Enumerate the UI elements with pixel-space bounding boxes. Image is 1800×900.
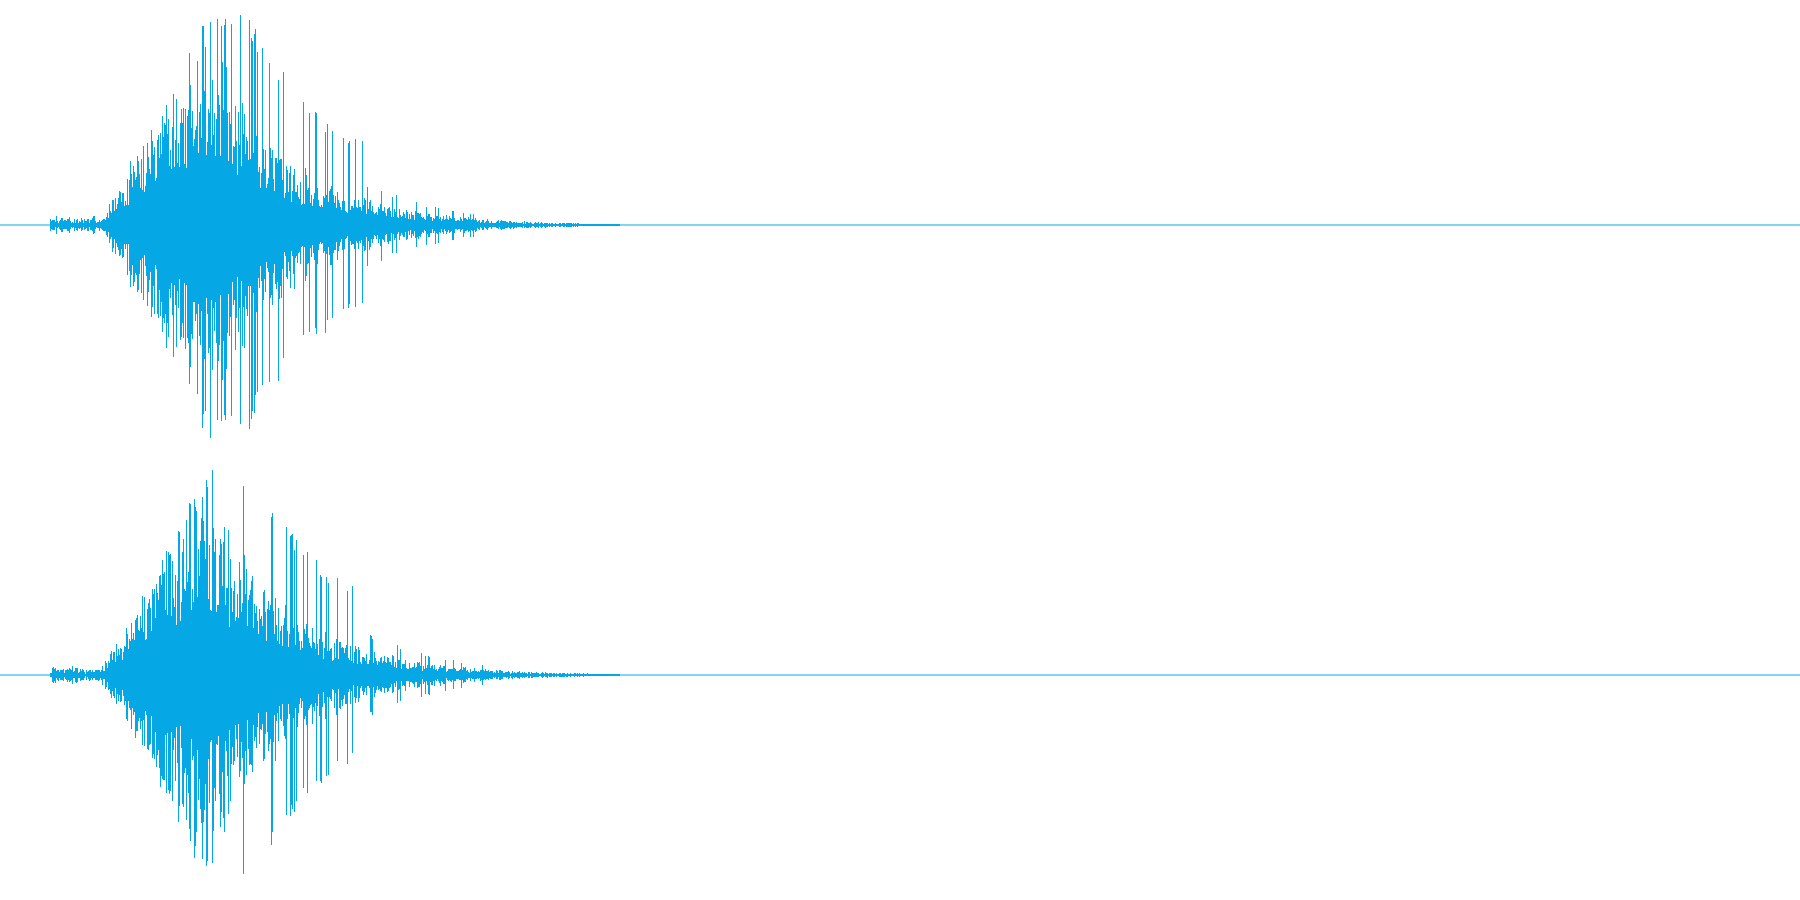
waveform-left xyxy=(0,15,1800,438)
channel-right[interactable] xyxy=(0,450,1800,900)
channel-left[interactable] xyxy=(0,0,1800,450)
waveform-bars-right xyxy=(50,470,620,874)
waveform-right xyxy=(0,470,1800,874)
waveform-bars-left xyxy=(50,15,620,438)
